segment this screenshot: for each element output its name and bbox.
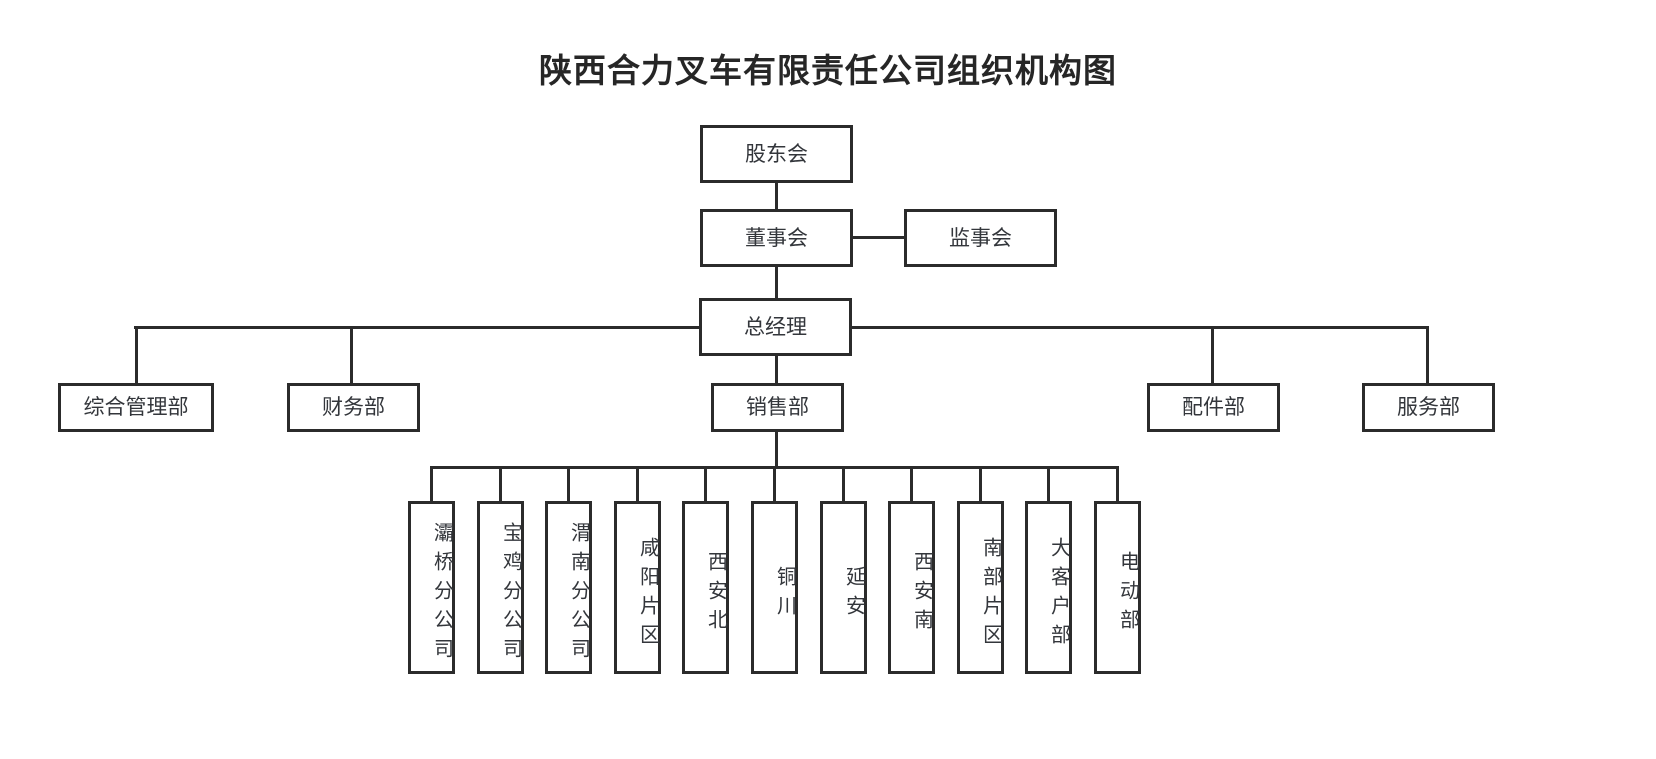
node-branch-1[interactable]: 灞桥分公司 (407, 501, 455, 674)
node-branch-10[interactable]: 大客户部 (1024, 501, 1072, 674)
node-branch-5[interactable]: 西安北 (681, 501, 729, 674)
connector-board-to-general-manager (775, 267, 778, 298)
node-branch-6[interactable]: 铜川 (750, 501, 798, 674)
stem-sales-to-branch-bus (775, 432, 778, 468)
node-branch-4[interactable]: 咸阳片区 (613, 501, 661, 674)
node-general-admin-dept[interactable]: 综合管理部 (58, 383, 214, 432)
drop-to-branch-5 (704, 466, 707, 501)
node-board-of-supervisors[interactable]: 监事会 (904, 209, 1057, 267)
drop-to-branch-1 (430, 466, 433, 501)
drop-to-branch-9 (979, 466, 982, 501)
node-board-of-directors[interactable]: 董事会 (700, 209, 853, 267)
node-shareholders[interactable]: 股东会 (700, 125, 853, 183)
connector-board-to-supervisors (853, 236, 905, 239)
bus-level4-right (851, 326, 1428, 329)
node-branch-9[interactable]: 南部片区 (956, 501, 1004, 674)
node-branch-3[interactable]: 渭南分公司 (544, 501, 592, 674)
page-title: 陕西合力叉车有限责任公司组织机构图 (539, 52, 1117, 89)
drop-to-service-dept (1426, 326, 1429, 383)
node-branch-2[interactable]: 宝鸡分公司 (476, 501, 524, 674)
drop-to-parts-dept (1211, 326, 1214, 383)
drop-to-general-admin-dept (135, 326, 138, 383)
drop-to-branch-7 (842, 466, 845, 501)
node-branch-11[interactable]: 电动部 (1093, 501, 1141, 674)
drop-to-branch-4 (636, 466, 639, 501)
node-finance-dept[interactable]: 财务部 (287, 383, 420, 432)
node-branch-7[interactable]: 延安 (819, 501, 867, 674)
node-general-manager[interactable]: 总经理 (699, 298, 852, 356)
node-service-dept[interactable]: 服务部 (1362, 383, 1495, 432)
drop-to-branch-2 (499, 466, 502, 501)
node-branch-8[interactable]: 西安南 (887, 501, 935, 674)
node-parts-dept[interactable]: 配件部 (1147, 383, 1280, 432)
drop-to-branch-3 (567, 466, 570, 501)
drop-to-sales-dept (775, 356, 778, 383)
drop-to-branch-6 (773, 466, 776, 501)
drop-to-branch-11 (1116, 466, 1119, 501)
drop-to-branch-10 (1047, 466, 1050, 501)
bus-level4-left (134, 326, 700, 329)
drop-to-finance-dept (350, 326, 353, 383)
node-sales-dept[interactable]: 销售部 (711, 383, 844, 432)
connector-shareholders-to-board (775, 183, 778, 209)
drop-to-branch-8 (910, 466, 913, 501)
